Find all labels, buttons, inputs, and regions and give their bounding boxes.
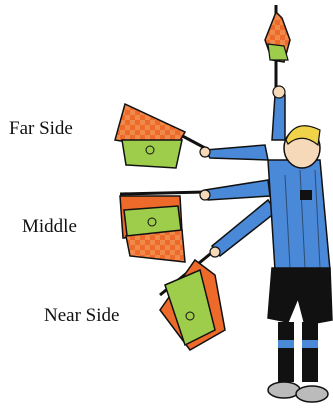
label-near-side: Near Side: [44, 305, 119, 327]
label-far-side: Far Side: [9, 118, 73, 140]
raised-flag: [265, 5, 290, 95]
middle-flag: [120, 192, 205, 262]
near-side-flag: [160, 250, 225, 350]
label-middle: Middle: [22, 216, 77, 238]
far-side-flag: [115, 104, 205, 168]
referee: [268, 126, 332, 402]
